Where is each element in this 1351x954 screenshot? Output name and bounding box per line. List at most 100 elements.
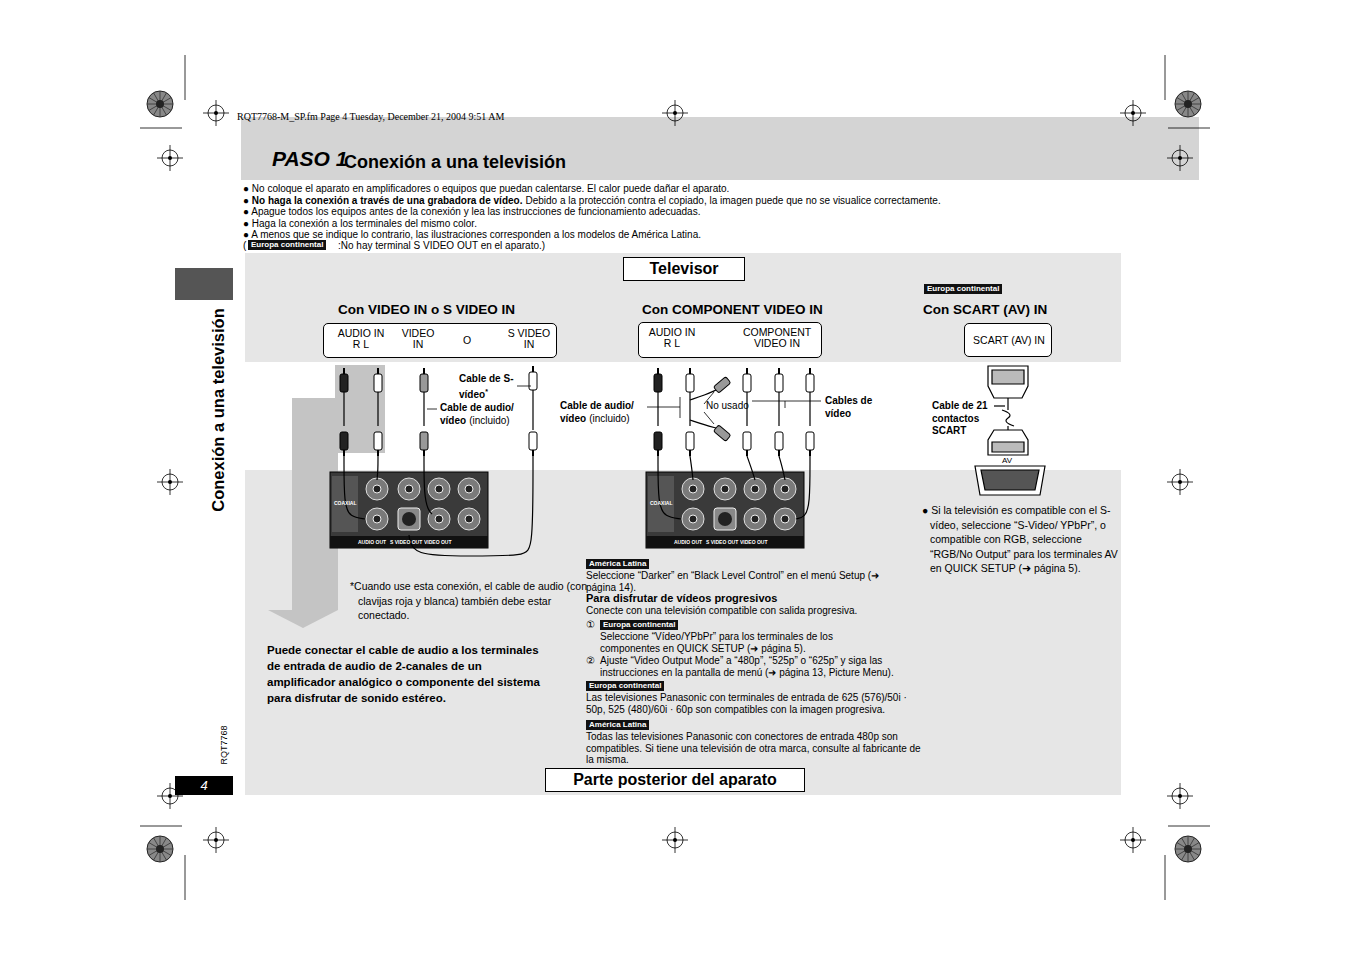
node-text: 4	[200, 778, 207, 793]
text-line: S VIDEO OUT	[390, 539, 422, 545]
cable-wire	[343, 392, 344, 426]
plug	[374, 368, 382, 392]
text-line: Cable de audio/ vídeo(incluido)	[560, 400, 646, 425]
rear-panels	[330, 472, 804, 548]
cable-wire	[532, 390, 533, 430]
header-band	[241, 117, 1199, 180]
region-tag: Europa continental	[586, 681, 664, 691]
label-text: Seleccione “Darker” en “Black Level Cont…	[586, 570, 879, 593]
cable-wire	[796, 456, 810, 519]
plug	[686, 368, 694, 392]
text-line: Las televisiones Panasonic con terminale…	[586, 692, 928, 715]
cable-wire	[423, 392, 424, 426]
input-panel: SCART (AV) IN	[964, 323, 1052, 357]
text-line: Para disfrutar de vídeos progresivos	[586, 592, 777, 604]
label-text: COAXIAL	[650, 500, 673, 506]
cable-wire	[657, 392, 658, 426]
text-line: Conecte con una televisión compatible co…	[586, 605, 857, 617]
cable-wire	[778, 392, 779, 426]
label-text: Todas las televisiones Panasonic con con…	[586, 731, 921, 765]
heading-box: Televisor	[623, 257, 745, 281]
node-text: América Latina	[589, 720, 646, 730]
label-text: VIDEO OUT	[424, 539, 452, 545]
label-text: Cables de vídeo	[825, 395, 872, 419]
label-text: Con COMPONENT VIDEO IN	[642, 302, 823, 317]
label-text: RQT7768-M_SP.fm Page 4 Tuesday, December…	[237, 111, 504, 122]
label-text: PASO 1	[272, 147, 347, 170]
label-text: S VIDEO OUT	[390, 539, 422, 545]
text-line: ②	[586, 655, 595, 667]
unused-plug	[713, 425, 730, 441]
text-line: ● No coloque el aparato en amplificadore…	[243, 183, 729, 195]
cable-wire	[377, 456, 378, 480]
plug	[420, 368, 428, 392]
cable-wire	[377, 392, 378, 426]
node-text: Europa continental	[589, 681, 661, 691]
text-line: Con COMPONENT VIDEO IN	[642, 302, 823, 318]
text-line: Cable de 21 contactos SCART	[932, 400, 994, 438]
text-line: S VIDEO OUT	[706, 539, 738, 545]
text-line: AV	[1002, 456, 1012, 465]
page-number: 4	[175, 776, 233, 795]
text-line: Con SCART (AV) IN	[923, 302, 1047, 318]
region-tag: Europa continental	[600, 620, 678, 630]
plug	[340, 432, 348, 456]
label-text: :No hay terminal S VIDEO OUT en el apara…	[338, 240, 545, 251]
node-text: S VIDEO IN	[504, 328, 554, 350]
text-line: AUDIO OUT	[358, 539, 386, 545]
plug	[743, 432, 751, 456]
plug	[743, 368, 751, 392]
label-text: *	[485, 388, 488, 395]
heading-box: Parte posterior del aparato	[545, 768, 805, 792]
plug	[340, 368, 348, 392]
plug	[775, 368, 783, 392]
text-line: ①	[586, 619, 595, 631]
label-text: Conecte con una televisión compatible co…	[586, 605, 857, 616]
plug	[420, 432, 428, 456]
text-line: ● Si la televisión es compatible con el …	[922, 503, 1126, 576]
node-text: AUDIO IN R L	[336, 328, 386, 350]
label-text: ②	[586, 655, 595, 666]
label-text: Cable de S-vídeo	[459, 373, 513, 400]
node-text: América Latina	[589, 559, 646, 569]
label-text: Puede conectar el cable de audio a los t…	[267, 644, 540, 704]
text-line: ● No haga la conexión a través de una gr…	[243, 195, 941, 207]
text-line: VIDEO OUT	[740, 539, 768, 545]
text-line: Cables de vídeo	[825, 395, 885, 420]
cable-wire	[409, 456, 533, 556]
label-text: Seleccione “Vídeo/YPbPr” para los termin…	[600, 631, 833, 654]
cables	[344, 390, 810, 556]
node-text: Europa continental	[603, 620, 675, 630]
text-line: ● Haga la conexión a los terminales del …	[243, 218, 477, 230]
text-line: Conexión a una televisión	[209, 308, 227, 512]
plug	[775, 432, 783, 456]
plug	[654, 368, 662, 392]
scart-cable	[975, 366, 1045, 495]
text-line: Todas las televisiones Panasonic con con…	[586, 731, 926, 766]
text-line: *Cuando use esta conexión, el cable de a…	[350, 579, 590, 623]
text-line: (	[243, 240, 246, 252]
node-text: O	[460, 335, 474, 346]
text-line: No usado	[706, 400, 749, 412]
input-panel: AUDIO IN R L VIDEO IN O S VIDEO IN	[323, 323, 557, 358]
text-line: Seleccione “Darker” en “Black Level Cont…	[586, 570, 908, 593]
label-text: ● No coloque el aparato en amplificadore…	[243, 183, 729, 194]
node-text: Televisor	[649, 260, 718, 278]
text-line: ● Apague todos los equipos antes de la c…	[243, 206, 700, 218]
label-text: RQT7768	[219, 725, 229, 764]
cable-wire	[689, 392, 690, 426]
label-text: (incluido)	[469, 415, 510, 426]
cable-wire	[779, 456, 785, 480]
plug	[654, 432, 662, 456]
node-text: Europa continental	[251, 240, 323, 250]
label-text: No usado	[706, 400, 749, 411]
region-tag: América Latina	[586, 720, 649, 730]
label-text: S VIDEO OUT	[706, 539, 738, 545]
node-text: COMPONENT VIDEO IN	[735, 327, 819, 349]
label-text: Ajuste “Video Output Mode” a “480p”, “52…	[600, 655, 894, 678]
node-text: VIDEO IN	[398, 328, 438, 350]
text-line: RQT7768-M_SP.fm Page 4 Tuesday, December…	[237, 111, 504, 123]
panel-ground	[245, 253, 1121, 362]
label-text: ● Si la televisión es compatible con el …	[922, 504, 1118, 574]
cable-wire	[424, 456, 432, 514]
